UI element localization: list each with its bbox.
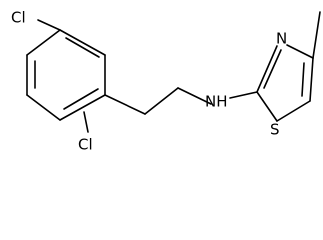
bond-thiazole-double-1 <box>263 49 282 89</box>
bond-benzene-double-2 <box>63 88 99 110</box>
atom-cl-bottom: Cl <box>78 136 93 154</box>
bond-chain-2 <box>144 87 179 115</box>
bond-benzene-3 <box>59 94 106 121</box>
molecule-canvas: Cl Cl NH N S <box>11 8 321 154</box>
atom-n-ring: N <box>276 30 287 48</box>
atom-nh: NH <box>205 93 228 111</box>
bond-cl-top <box>37 19 61 31</box>
bond-benzene-1 <box>59 29 106 56</box>
atom-cl-top: Cl <box>11 9 26 27</box>
bond-benzene-6 <box>26 29 61 56</box>
bond-benzene-double-1 <box>65 37 100 58</box>
structure-diagram: Cl Cl NH N S <box>11 9 321 154</box>
bond-thiazole-3 <box>309 57 314 102</box>
bond-thiazole-double-2 <box>301 62 305 97</box>
atom-s-ring: S <box>270 121 280 139</box>
bond-methyl <box>312 11 321 59</box>
bond-thiazole-5 <box>256 91 278 122</box>
bond-chain-1 <box>104 94 146 115</box>
bond-thiazole-1 <box>256 45 278 93</box>
bond-chain-4 <box>229 91 258 99</box>
bond-benzene-4 <box>26 94 61 121</box>
bond-thiazole-4 <box>276 100 311 122</box>
bond-cl-bottom <box>83 111 89 133</box>
bond-chain-3 <box>177 87 212 105</box>
bond-thiazole-2 <box>286 44 314 59</box>
